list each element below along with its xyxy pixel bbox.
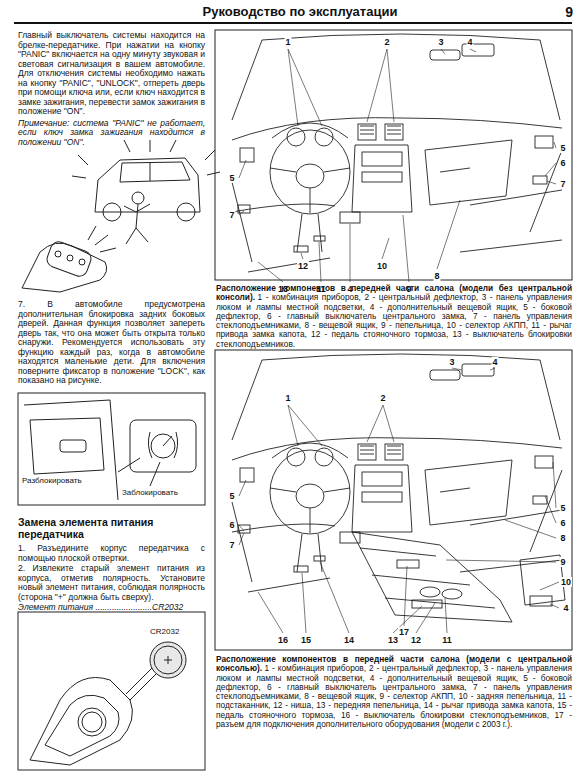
callout-number: 11 <box>441 635 453 645</box>
child-lock-illustration <box>18 393 205 505</box>
part-label: CR2032 <box>150 628 200 637</box>
callout-number: 17 <box>398 627 410 637</box>
leader-lines <box>239 368 559 633</box>
callout-number: 14 <box>343 635 355 645</box>
callout-number: 7 <box>228 210 235 220</box>
callout-number: 15 <box>300 635 312 645</box>
dashboard-drawing <box>232 34 562 272</box>
callout-number: 7 <box>559 179 566 189</box>
dashboard-drawing <box>232 354 562 592</box>
callout-number: 4 <box>466 37 473 47</box>
callout-number: 2 <box>379 393 386 403</box>
body-text: 2. Извлеките старый элемент питания из к… <box>18 564 205 602</box>
figure-frame <box>215 30 572 280</box>
callout-number: 10 <box>560 577 572 587</box>
callout-number: 10 <box>376 261 388 271</box>
body-text: 1. Разъедините корпус передатчика с помо… <box>18 544 205 563</box>
note-text: Примечание: система "PANIC" не работает,… <box>18 119 205 148</box>
callout-number: 5 <box>559 143 566 153</box>
callout-number: 2 <box>383 37 390 47</box>
callout-number: 5 <box>228 491 235 501</box>
figure-frame <box>215 350 572 650</box>
figure-caption: Расположение компонентов в передней част… <box>216 284 572 349</box>
body-text: Главный выключатель системы находится на… <box>18 31 205 117</box>
callout-number: 4 <box>562 603 569 613</box>
caption-text: 1 - комбинация приборов, 2 - центральный… <box>216 292 572 348</box>
part-label: Разблокировать <box>22 477 102 486</box>
panic-illustration <box>22 140 220 292</box>
header-rule <box>14 22 572 24</box>
page-number: 9 <box>548 4 573 20</box>
caption-text: 1 - комбинация приборов, 2 - центральный… <box>216 663 572 729</box>
part-label: Заблокировать <box>122 489 202 498</box>
callout-number: 5 <box>559 503 566 513</box>
leader-lines <box>239 49 556 282</box>
callout-number: 3 <box>448 357 455 367</box>
callout-number: 6 <box>559 158 566 168</box>
callout-number: 12 <box>297 261 309 271</box>
spec-line: Элемент питания ........................… <box>18 603 205 613</box>
battery-illustration <box>18 612 205 770</box>
callout-number: 16 <box>277 635 289 645</box>
callout-number: 1 <box>284 37 291 47</box>
callout-number: 5 <box>228 173 235 183</box>
callout-number: 1 <box>284 393 291 403</box>
callout-number: 8 <box>433 271 440 281</box>
body-text: 7. В автомобиле предусмотрена дополнител… <box>18 300 205 386</box>
callout-number: 4 <box>491 357 498 367</box>
callout-number: 6 <box>559 518 566 528</box>
callout-number: 12 <box>410 635 422 645</box>
callout-number: 6 <box>228 520 235 530</box>
section-heading: Замена элемента питания передатчика <box>18 516 205 540</box>
figure-caption: Расположение компонентов в передней част… <box>216 655 572 729</box>
callout-number: 3 <box>437 37 444 47</box>
center-console-drawing <box>352 532 565 622</box>
callout-number: 9 <box>559 557 566 567</box>
callout-number: 7 <box>228 540 235 550</box>
page-title: Руководство по эксплуатации <box>180 5 420 20</box>
callout-number: 8 <box>559 533 566 543</box>
